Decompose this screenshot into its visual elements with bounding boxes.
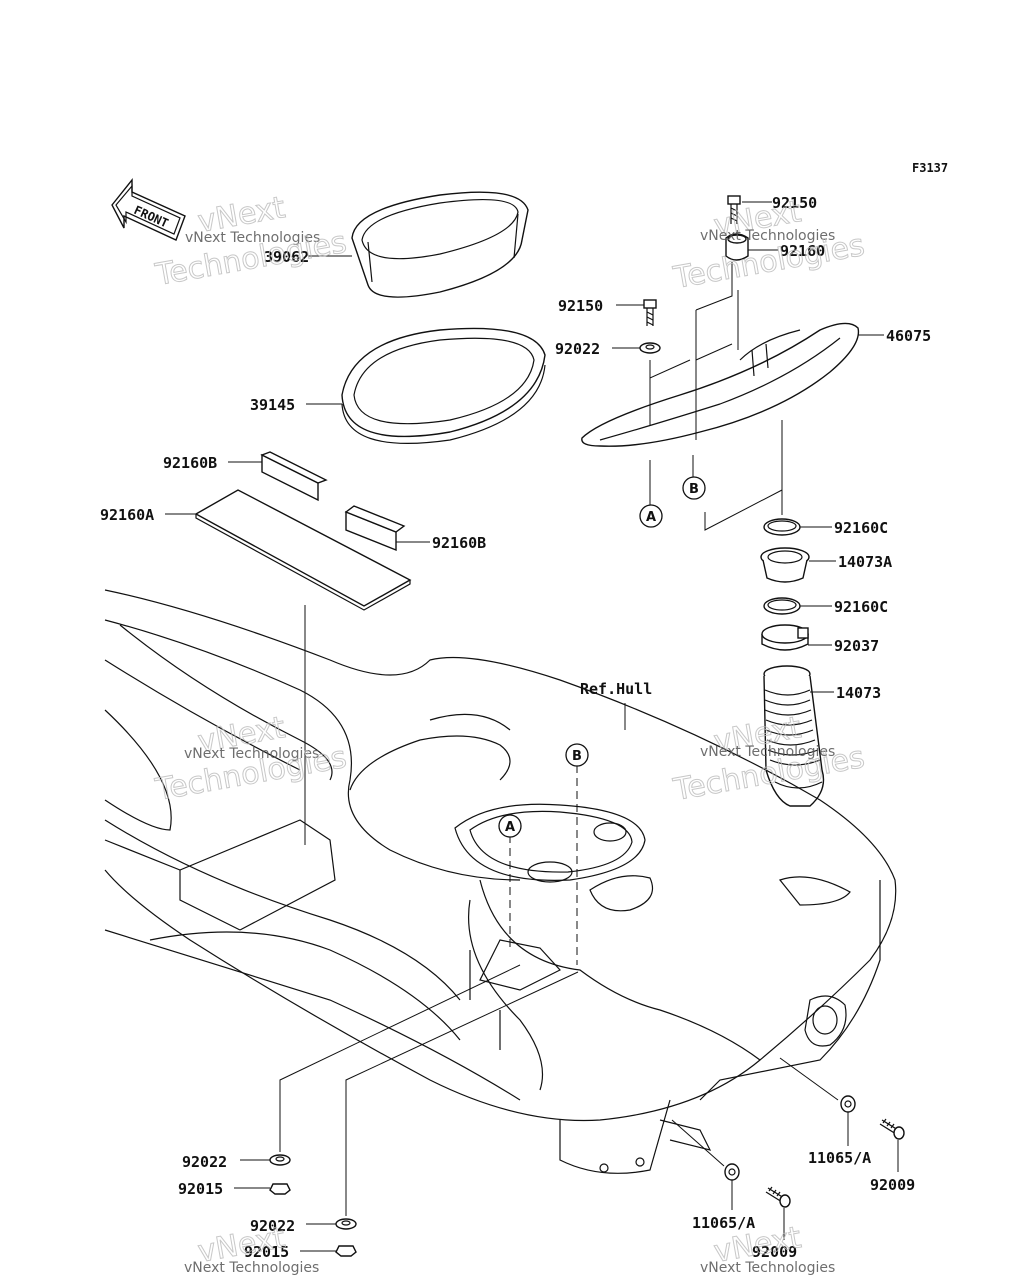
washer-92022-bottom-2 (335, 1218, 357, 1230)
svg-text:A: A (505, 820, 515, 835)
part-label-92037: 92037 (834, 637, 879, 655)
figure-code: F3137 (912, 161, 948, 175)
washer-11065a-2 (724, 1163, 740, 1181)
watermark-mid-right: vNext vNext Technologies Technologies (670, 710, 868, 809)
part-label-92160-top: 92160 (780, 242, 825, 260)
part-label-92015-bottom-1: 92015 (178, 1180, 223, 1198)
part-label-92015-bottom-2: 92015 (244, 1243, 289, 1261)
washer-11065a-1 (840, 1095, 856, 1113)
ring-92160c-lower (763, 597, 801, 615)
part-label-11065a-1: 11065/A (808, 1149, 871, 1167)
svg-text:vNext Technologies: vNext Technologies (700, 1260, 835, 1276)
handle-46075 (581, 322, 860, 447)
part-label-14073: 14073 (836, 684, 881, 702)
washer-92022-bottom-1 (269, 1154, 291, 1166)
part-label-92160c-upper: 92160C (834, 519, 888, 537)
watermark-mid-left: vNext vNext Technologies Technologies (152, 710, 350, 809)
clamp-92037 (761, 624, 809, 651)
ref-hull-label: Ref.Hull (580, 680, 652, 698)
part-label-92160c-lower: 92160C (834, 598, 888, 616)
svg-text:vNext Technologies: vNext Technologies (185, 230, 320, 246)
nut-92015-bottom-2 (335, 1245, 357, 1257)
part-label-14073a: 14073A (838, 553, 892, 571)
svg-text:vNext Technologies: vNext Technologies (184, 746, 319, 762)
ring-92160c-upper (763, 518, 801, 536)
part-label-39145: 39145 (250, 396, 295, 414)
callout-a-top: A (639, 504, 663, 528)
part-label-92160b-upper: 92160B (163, 454, 217, 472)
part-label-92022-bottom-1: 92022 (182, 1153, 227, 1171)
screw-92009-2 (765, 1186, 791, 1208)
part-label-92150-left: 92150 (558, 297, 603, 315)
part-label-92009-2: 92009 (752, 1243, 797, 1261)
svg-text:B: B (689, 482, 699, 497)
svg-text:A: A (646, 510, 656, 525)
screw-92009-1 (879, 1118, 905, 1140)
part-label-92022-top: 92022 (555, 340, 600, 358)
svg-text:vNext Technologies: vNext Technologies (700, 744, 835, 760)
washer-92022-top (639, 342, 661, 354)
gasket (341, 327, 546, 444)
adapter-14073a (760, 547, 810, 583)
bolt-92150-left (643, 299, 657, 326)
hull-body (104, 589, 897, 1174)
part-label-92160a: 92160A (100, 506, 154, 524)
part-label-92009-1: 92009 (870, 1176, 915, 1194)
part-label-92160b-lower: 92160B (432, 534, 486, 552)
watermark-top-left: vNext vNext Technologies Technologies (152, 190, 350, 294)
watermark-top-right: vNext vNext Technologies Technologies (670, 194, 868, 297)
part-label-39062: 39062 (264, 248, 309, 266)
nut-92015-bottom-1 (269, 1183, 291, 1195)
air-box-cover (351, 191, 529, 298)
svg-text:vNext Technologies: vNext Technologies (700, 228, 835, 244)
callout-a-hull: A (498, 814, 522, 838)
front-arrow-icon: FRONT (111, 178, 186, 241)
svg-text:B: B (572, 749, 582, 764)
part-label-92150-top: 92150 (772, 194, 817, 212)
watermark-bottom-right: vNext vNext Technologies (700, 1220, 835, 1276)
pad-92160b-upper (260, 451, 328, 502)
svg-text:vNext Technologies: vNext Technologies (184, 1260, 319, 1276)
part-label-46075: 46075 (886, 327, 931, 345)
watermark-bottom-left: vNext vNext Technologies (184, 1220, 319, 1276)
callout-b-top: B (682, 476, 706, 500)
part-label-92022-bottom-2: 92022 (250, 1217, 295, 1235)
sheet-92160a (194, 489, 412, 611)
part-label-11065a-2: 11065/A (692, 1214, 755, 1232)
bolt-92150-top (727, 195, 741, 224)
spacer-92160 (725, 233, 749, 261)
callout-b-hull: B (565, 743, 589, 767)
pad-92160b-lower (344, 505, 406, 552)
